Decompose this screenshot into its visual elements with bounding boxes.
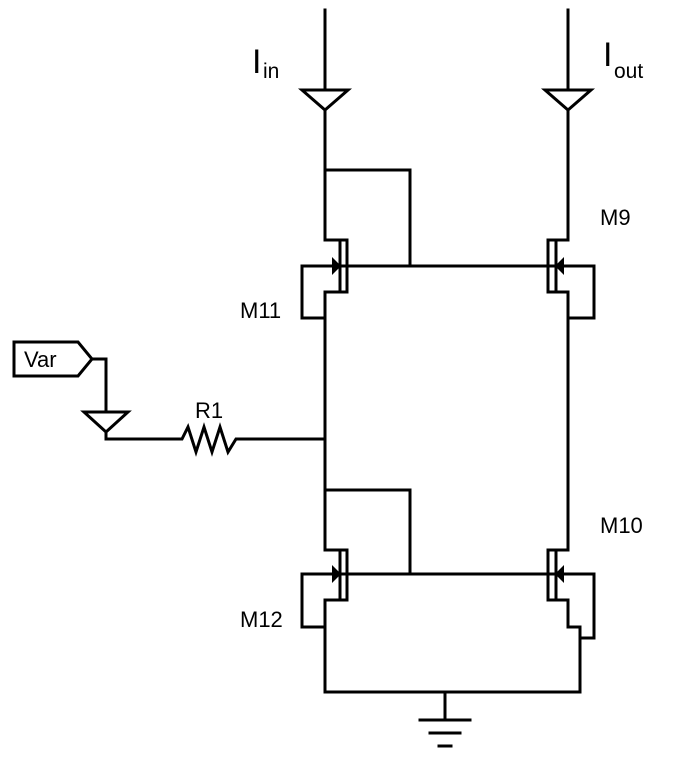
iout-current-source: [540, 8, 596, 242]
m9-label: M9: [600, 205, 631, 230]
m10-label: M10: [600, 513, 643, 538]
iin-current-source: [297, 8, 353, 172]
m12-label: M12: [240, 607, 283, 632]
ground-rail: [323, 625, 582, 694]
m11-label: M11: [240, 298, 281, 323]
iin-label: I: [252, 43, 261, 81]
ground-icon: [418, 690, 472, 748]
m11-transistor: [300, 168, 412, 320]
r1-resistor: [104, 422, 327, 457]
m12-transistor: [300, 488, 412, 629]
r1-label: R1: [195, 398, 223, 423]
iin-subscript: in: [263, 60, 279, 83]
iout-subscript: out: [614, 60, 643, 83]
iout-label: I: [603, 36, 612, 74]
m9-transistor: [546, 238, 596, 320]
var-label: Var: [24, 347, 57, 372]
m10-transistor: [546, 548, 596, 694]
